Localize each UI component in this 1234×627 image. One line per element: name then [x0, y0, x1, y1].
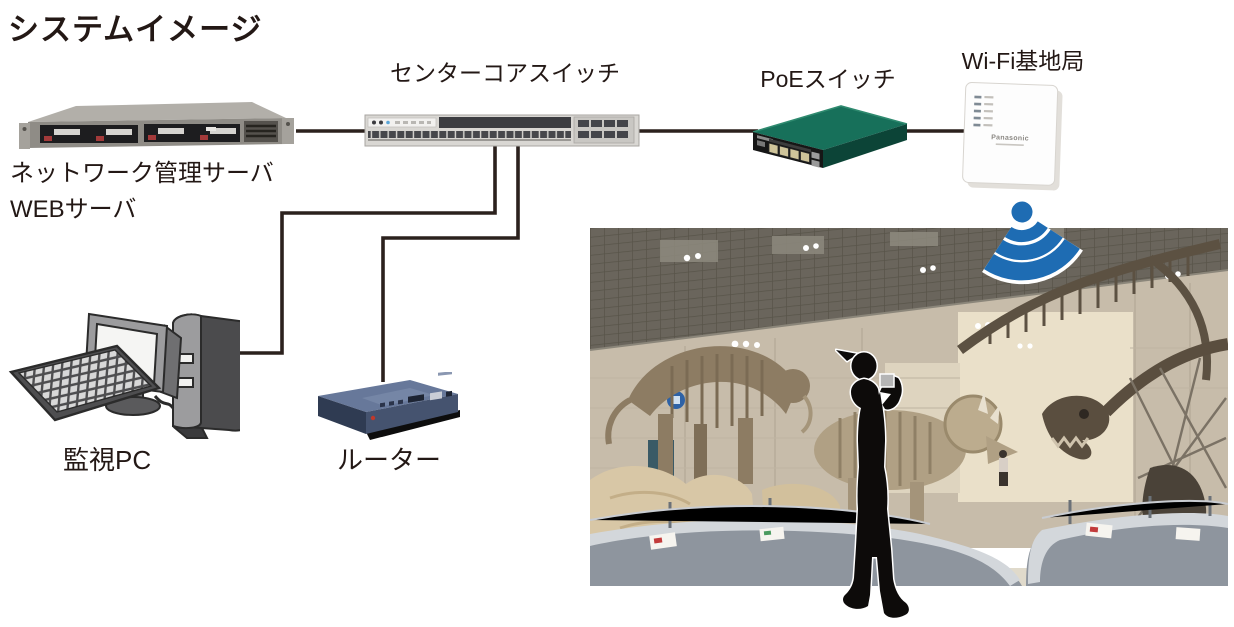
poe-switch-image — [752, 105, 908, 168]
router-image — [318, 372, 460, 440]
server-label: ネットワーク管理サーバ WEBサーバ — [10, 156, 274, 228]
visitor-silhouette — [835, 348, 911, 620]
core-switch-image — [364, 114, 640, 147]
page-title: システムイメージ — [8, 12, 263, 47]
wifi-signal-icon — [982, 198, 1083, 285]
router-label: ルーター — [337, 445, 442, 475]
poe-switch-label: PoEスイッチ — [760, 66, 896, 92]
monitor-pc-label: 監視PC — [63, 445, 152, 475]
wifi-ap-image: Panasonic — [962, 82, 1063, 191]
server-image — [19, 102, 294, 149]
core-switch-label: センターコアスイッチ — [390, 60, 620, 86]
server-label-line1: ネットワーク管理サーバ — [10, 160, 274, 187]
wifi-ap-label: Wi-Fi基地局 — [961, 48, 1085, 74]
ap-brand-text: Panasonic — [991, 134, 1029, 142]
monitor-pc-image — [8, 312, 240, 439]
server-label-line2: WEBサーバ — [10, 196, 137, 223]
